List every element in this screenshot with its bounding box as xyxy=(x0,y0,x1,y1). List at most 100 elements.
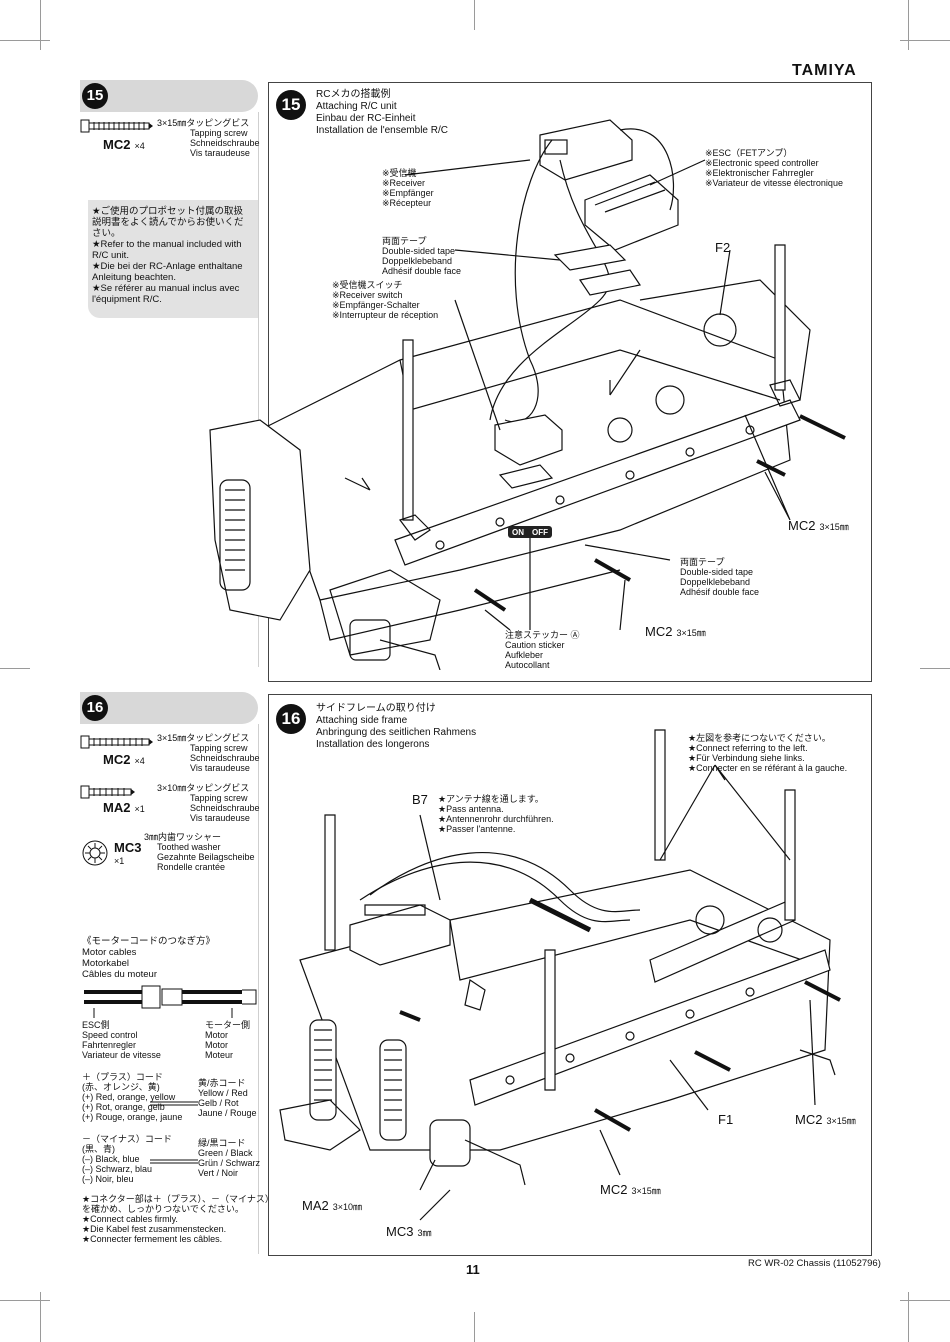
step15-left-column xyxy=(80,112,259,667)
motor-yellow-red: 黄/赤コード Yellow / Red Gelb / Rot Jaune / R… xyxy=(198,1078,257,1118)
label-caution-sticker: 注意ステッカー Ⓐ Caution sticker Aufkleber Auto… xyxy=(505,630,580,670)
crop-mark xyxy=(908,1292,909,1342)
mc2-size: 3×15㎜ xyxy=(826,1116,856,1126)
step15-screw-spec: 3×15㎜タッピングビス xyxy=(157,118,250,128)
motor-motor-side: モーター側 Motor Motor Moteur xyxy=(205,1020,251,1060)
crop-mark xyxy=(0,668,30,669)
step16-diagram-number: 16 xyxy=(276,704,306,734)
label-refer-left: ★左図を参考につないでください。 ★Connect referring to t… xyxy=(688,733,848,773)
note-de: ★Die bei der RC-Anlage enthaltane Anleit… xyxy=(92,261,243,283)
step16-chassis-drawing xyxy=(279,729,841,1221)
label-f1: F1 xyxy=(718,1112,734,1127)
cable-connector-lines xyxy=(150,1101,198,1164)
note-en: ★Refer to the manual included with R/C u… xyxy=(92,239,242,261)
label-switch: ※受信機スイッチ ※Receiver switch ※Empfänger-Sch… xyxy=(332,280,439,320)
part3-fr: Rondelle crantée xyxy=(157,862,226,872)
step15-note-box: ★ご使用のプロポセット付属の取扱説明書をよく読んでからお使いください。 ★Ref… xyxy=(88,200,258,318)
step15-diagram-number: 15 xyxy=(276,90,306,120)
step15-title-en: Attaching R/C unit xyxy=(316,101,397,112)
step15-screw-de: Schneidschraube xyxy=(190,138,260,148)
crop-mark xyxy=(908,0,909,50)
screw-icon xyxy=(80,785,135,799)
part1-en: Tapping screw xyxy=(190,743,248,753)
mc2-size: 3×15㎜ xyxy=(819,522,849,532)
step15-number: 15 xyxy=(82,83,108,109)
ma2-code: MA2 xyxy=(302,1198,329,1213)
part2-fr: Vis taraudeuse xyxy=(190,813,250,823)
mc2-size: 3×15㎜ xyxy=(676,628,706,638)
brand-logo: TAMIYA xyxy=(792,62,857,79)
step15-screw-en: Tapping screw xyxy=(190,128,248,138)
motor-green-black: 緑/黒コード Green / Black Grün / Schwarz Vert… xyxy=(198,1138,261,1178)
motor-connect-note: ★コネクター部は＋（プラス）、－（マイナス） を確かめ、しっかりつないでください… xyxy=(82,1194,274,1244)
part3-code: MC3 xyxy=(114,840,141,855)
crop-mark xyxy=(0,1300,50,1301)
mc2-code: MC2 xyxy=(788,518,816,533)
part3-de: Gezahnte Beilagscheibe xyxy=(157,852,255,862)
step16-title-en: Attaching side frame xyxy=(316,715,408,726)
step16-number: 16 xyxy=(82,695,108,721)
crop-mark xyxy=(40,0,41,50)
part-qty: ×4 xyxy=(134,141,145,151)
part1-code: MC2×4 xyxy=(103,752,145,767)
step15-part-code: MC2×4 xyxy=(103,137,145,152)
step16-left-column xyxy=(80,724,259,1254)
part2-code: MA2×1 xyxy=(103,800,145,815)
mc3-size: 3㎜ xyxy=(417,1228,432,1238)
ma2-size: 3×10㎜ xyxy=(332,1202,363,1212)
mc3-code: MC3 xyxy=(386,1224,414,1239)
screw-icon xyxy=(80,735,153,749)
sticker-on: ON xyxy=(512,528,524,537)
label-esc: ※ESC（FETアンプ） ※Electronic speed controlle… xyxy=(705,148,843,188)
part2-de: Schneidschraube xyxy=(190,803,260,813)
step15-title-de: Einbau der RC-Einheit xyxy=(316,113,416,124)
part2-spec: 3×10㎜タッピングビス xyxy=(157,783,250,793)
page-number: 11 xyxy=(466,1262,480,1277)
label-f2: F2 xyxy=(715,240,731,255)
step16-header-bar xyxy=(80,692,258,724)
step15-title-jp: RCメカの搭載例 xyxy=(316,89,391,100)
crop-mark xyxy=(40,1292,41,1342)
mc2-code: MC2 xyxy=(795,1112,823,1127)
part-qty: ×4 xyxy=(134,756,145,766)
motor-esc-side: ESC側 Speed control Fahrtenregler Variate… xyxy=(82,1020,161,1060)
part1-spec: 3×15㎜タッピングビス xyxy=(157,733,250,743)
crop-mark xyxy=(900,1300,950,1301)
label-pass-antenna: ★アンテナ線を通します。 ★Pass antenna. ★Antennenroh… xyxy=(438,794,554,834)
product-id: RC WR-02 Chassis (11052796) xyxy=(748,1258,881,1269)
note-jp: ★ご使用のプロポセット付属の取扱説明書をよく読んでからお使いください。 xyxy=(92,206,244,239)
part2-en: Tapping screw xyxy=(190,793,248,803)
motor-plus-cable: ＋（プラス）コード (赤、オレンジ、黄) (+) Red, orange, ye… xyxy=(82,1072,183,1122)
mc2-size: 3×15㎜ xyxy=(631,1186,661,1196)
part3-spec: 3㎜内歯ワッシャー xyxy=(144,832,222,842)
part1-fr: Vis taraudeuse xyxy=(190,763,250,773)
part1-de: Schneidschraube xyxy=(190,753,260,763)
step15-chassis-drawing xyxy=(209,119,846,670)
part-code: MC2 xyxy=(103,752,131,767)
crop-mark xyxy=(920,668,950,669)
step15-header-bar xyxy=(80,80,258,112)
part3-en: Toothed washer xyxy=(157,842,221,852)
crop-mark xyxy=(474,0,475,30)
part-code: MA2 xyxy=(103,800,131,815)
label-receiver: ※受信機 ※Receiver ※Empfänger ※Récepteur xyxy=(382,168,434,208)
step16-title-de: Anbringung des seitlichen Rahmens xyxy=(316,727,477,738)
step15-title-fr: Installation de l'ensemble R/C xyxy=(316,125,448,136)
motor-cable-diagram xyxy=(84,985,257,1018)
part3-qty: ×1 xyxy=(114,856,125,866)
screw-icon xyxy=(80,119,153,133)
crop-mark xyxy=(0,40,50,41)
mc2-code: MC2 xyxy=(600,1182,628,1197)
mc2-code: MC2 xyxy=(645,624,673,639)
crop-mark xyxy=(474,1312,475,1342)
label-b7: B7 xyxy=(412,792,428,807)
sticker-off: OFF xyxy=(532,528,548,537)
note-fr: ★Se référer au manual inclus avec l'équi… xyxy=(92,283,240,305)
part-code: MC3 xyxy=(114,840,142,855)
